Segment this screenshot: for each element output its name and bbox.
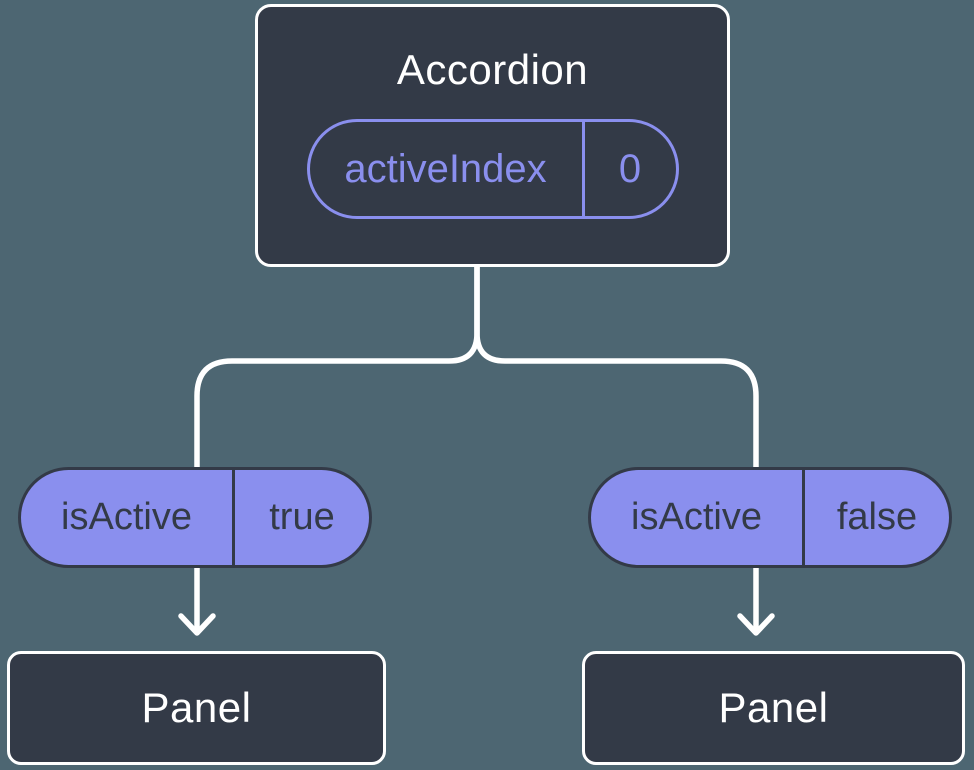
state-value: true [269,496,335,538]
accordion-node: Accordion activeIndex 0 [255,4,730,267]
connector-right-branch [474,262,759,632]
arrow-down-icon [178,613,216,636]
state-value: false [836,496,918,538]
arrow-down-icon [737,613,775,636]
prop-name: activeIndex [344,146,547,191]
state-pill-isactive-false: isActive false [588,467,952,568]
state-pill-isactive-true: isActive true [18,467,372,568]
pill-divider [802,470,805,565]
panel-node-title: Panel [141,684,252,731]
connector-left-branch [194,262,480,632]
pill-divider [581,122,585,217]
pill-divider [232,470,235,565]
panel-node-title: Panel [718,684,829,731]
prop-value: 0 [618,146,642,191]
accordion-node-title: Accordion [396,46,589,93]
panel-node-right: Panel [582,651,965,765]
panel-node-left: Panel [7,651,386,765]
prop-pill-activeindex: activeIndex 0 [306,119,679,220]
state-name: isActive [631,496,762,538]
state-name: isActive [61,496,192,538]
